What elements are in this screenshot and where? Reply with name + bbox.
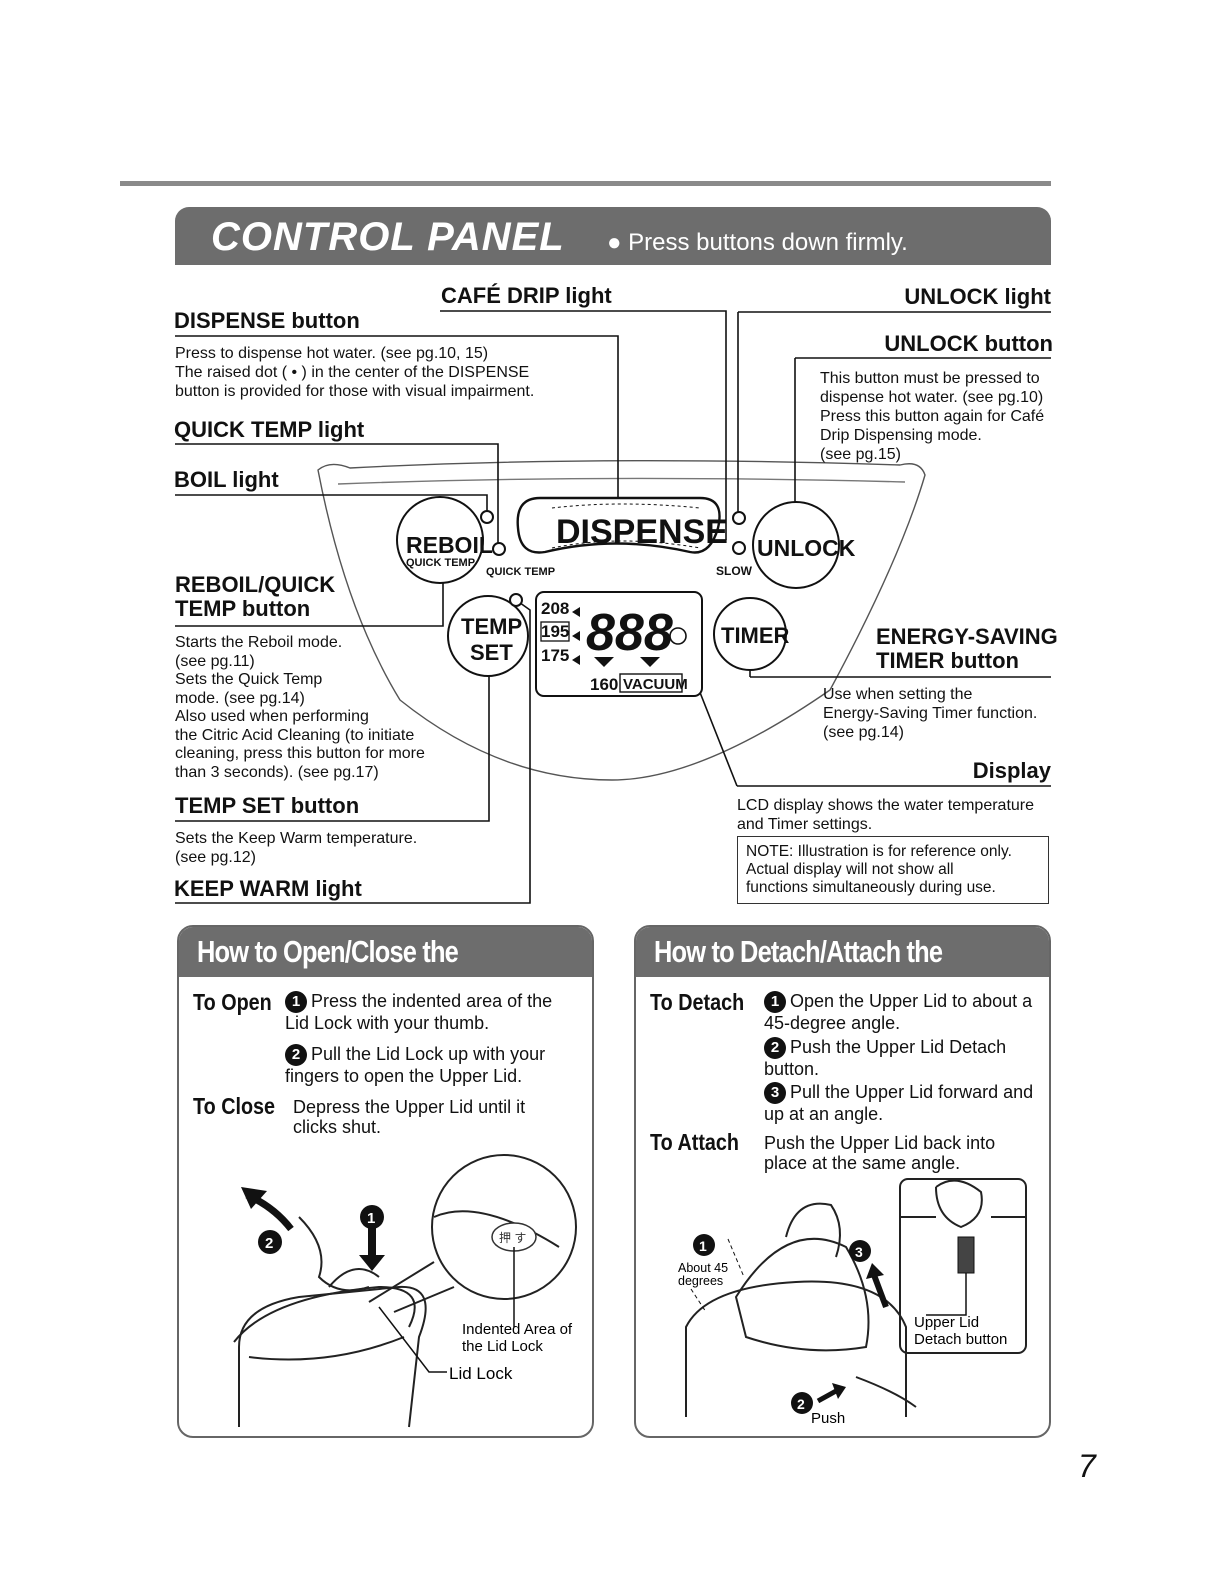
to-open-label: To Open [193,989,272,1015]
cafe-drip-light-title: CAFÉ DRIP light [441,283,612,308]
to-detach-label: To Detach [650,989,745,1015]
unlock-label: UNLOCK [757,535,856,561]
upper-lid-callout: Upper Lid [914,1314,979,1331]
to-close-label: To Close [193,1093,276,1119]
step-number: 1 [764,991,786,1013]
dispense-button-title: DISPENSE button [174,308,360,333]
reboil-button[interactable] [396,496,484,584]
lcd-digits: 888 [586,604,673,662]
keep-warm-light [509,593,523,607]
page-subtitle: ● Press buttons down firmly. [607,229,908,256]
page-title: CONTROL PANEL [211,215,565,259]
control-panel-diagram: REBOIL QUICK TEMP QUICK TEMP DISPENSE SL… [175,310,1051,904]
unlock-light-title: UNLOCK light [904,284,1051,309]
detach-attach-heading: How to Detach/Attach the Upper Lid [636,927,1049,1019]
temp-195: 195 [541,622,569,641]
dispense-label: DISPENSE [556,513,728,551]
diagram-number-2: 2 [797,1396,805,1412]
vacuum-label: VACUUM [623,676,688,693]
detach-button-callout: Detach button [914,1331,1007,1348]
step-number: 2 [285,1044,307,1066]
diagram-number-1: 1 [367,1210,375,1227]
open-lid-illustration: 2 1 押 す Indented Area of the Lid Lock Li… [233,1154,577,1428]
step-number: 2 [764,1037,786,1059]
reboil-button-desc: Starts the Reboil mode. (see pg.11) Sets… [175,634,425,781]
lid-lock-callout: Lid Lock [449,1364,513,1383]
open-close-heading: How to Open/Close the Upper Lid [179,927,592,1019]
lid-lock-stamp: 押 す [499,1231,526,1245]
display-desc: LCD display shows the water temperature … [737,797,1035,833]
reboil-button-title: REBOIL/QUICK TEMP button [175,572,336,621]
display-title: Display [972,758,1051,783]
control-panel-header: CONTROL PANEL ● Press buttons down firml… [175,207,1051,265]
push-label: Push [811,1410,845,1427]
quick-temp-small-label: QUICK TEMP [486,566,555,578]
step-number: 3 [764,1082,786,1104]
note-box: NOTE: Illustration is for reference only… [737,836,1049,904]
timer-label: TIMER [721,623,790,648]
unlock-button[interactable] [752,501,840,589]
cafe-drip-light [732,511,746,525]
temp-175: 175 [541,646,569,665]
temp-208: 208 [541,599,569,618]
set-label: SET [470,640,513,665]
temp-set-title: TEMP SET button [175,793,360,818]
timer-button[interactable] [713,597,787,671]
temp-label: TEMP [461,614,522,639]
keep-warm-title: KEEP WARM light [174,876,362,901]
detach-lid-illustration: Upper Lid Detach button 1 About 45 degre… [678,1178,1027,1427]
indented-area-callout: Indented Area of [462,1321,573,1338]
reboil-label: REBOIL [406,532,493,558]
temp-160: 160 [590,675,618,694]
lcd-display [535,591,703,697]
unlock-button-desc: This button must be pressed to dispense … [820,370,1045,463]
temp-set-button[interactable] [447,595,529,677]
energy-timer-desc: Use when setting the Energy-Saving Timer… [823,686,1038,741]
degrees-label: degrees [678,1274,723,1288]
energy-timer-title: ENERGY-SAVING TIMER button [876,624,1058,673]
diagram-number-1: 1 [699,1238,707,1254]
attach-text: Push the Upper Lid back into place at th… [764,1133,996,1173]
diagram-number-2: 2 [265,1235,273,1252]
dispense-button-desc: Press to dispense hot water. (see pg.10,… [175,345,535,400]
close-text: Depress the Upper Lid until it clicks sh… [293,1097,526,1137]
unlock-button-title: UNLOCK button [884,331,1053,356]
quick-temp-light [492,542,506,556]
step-number: 1 [285,991,307,1013]
boil-light [480,510,494,524]
temp-set-desc: Sets the Keep Warm temperature. (see pg.… [175,830,418,866]
top-rule [120,181,1051,186]
open-close-panel: How to Open/Close the Upper Lid To Open … [177,925,594,1438]
page-number: 7 [1078,1448,1096,1484]
detach-attach-panel: How to Detach/Attach the Upper Lid To De… [634,925,1051,1438]
to-attach-label: To Attach [650,1129,740,1155]
timer-icon [669,627,687,645]
diagram-number-3: 3 [855,1244,863,1260]
quick-temp-light-title: QUICK TEMP light [174,417,365,442]
quick-temp-btn-label: QUICK TEMP [406,557,475,569]
slow-label: SLOW [716,564,753,578]
dispense-button[interactable] [516,496,721,554]
indented-area-callout-2: the Lid Lock [462,1338,543,1355]
about-45-label: About 45 [678,1261,728,1275]
boil-light-title: BOIL light [174,467,279,492]
unlock-light [732,541,746,555]
